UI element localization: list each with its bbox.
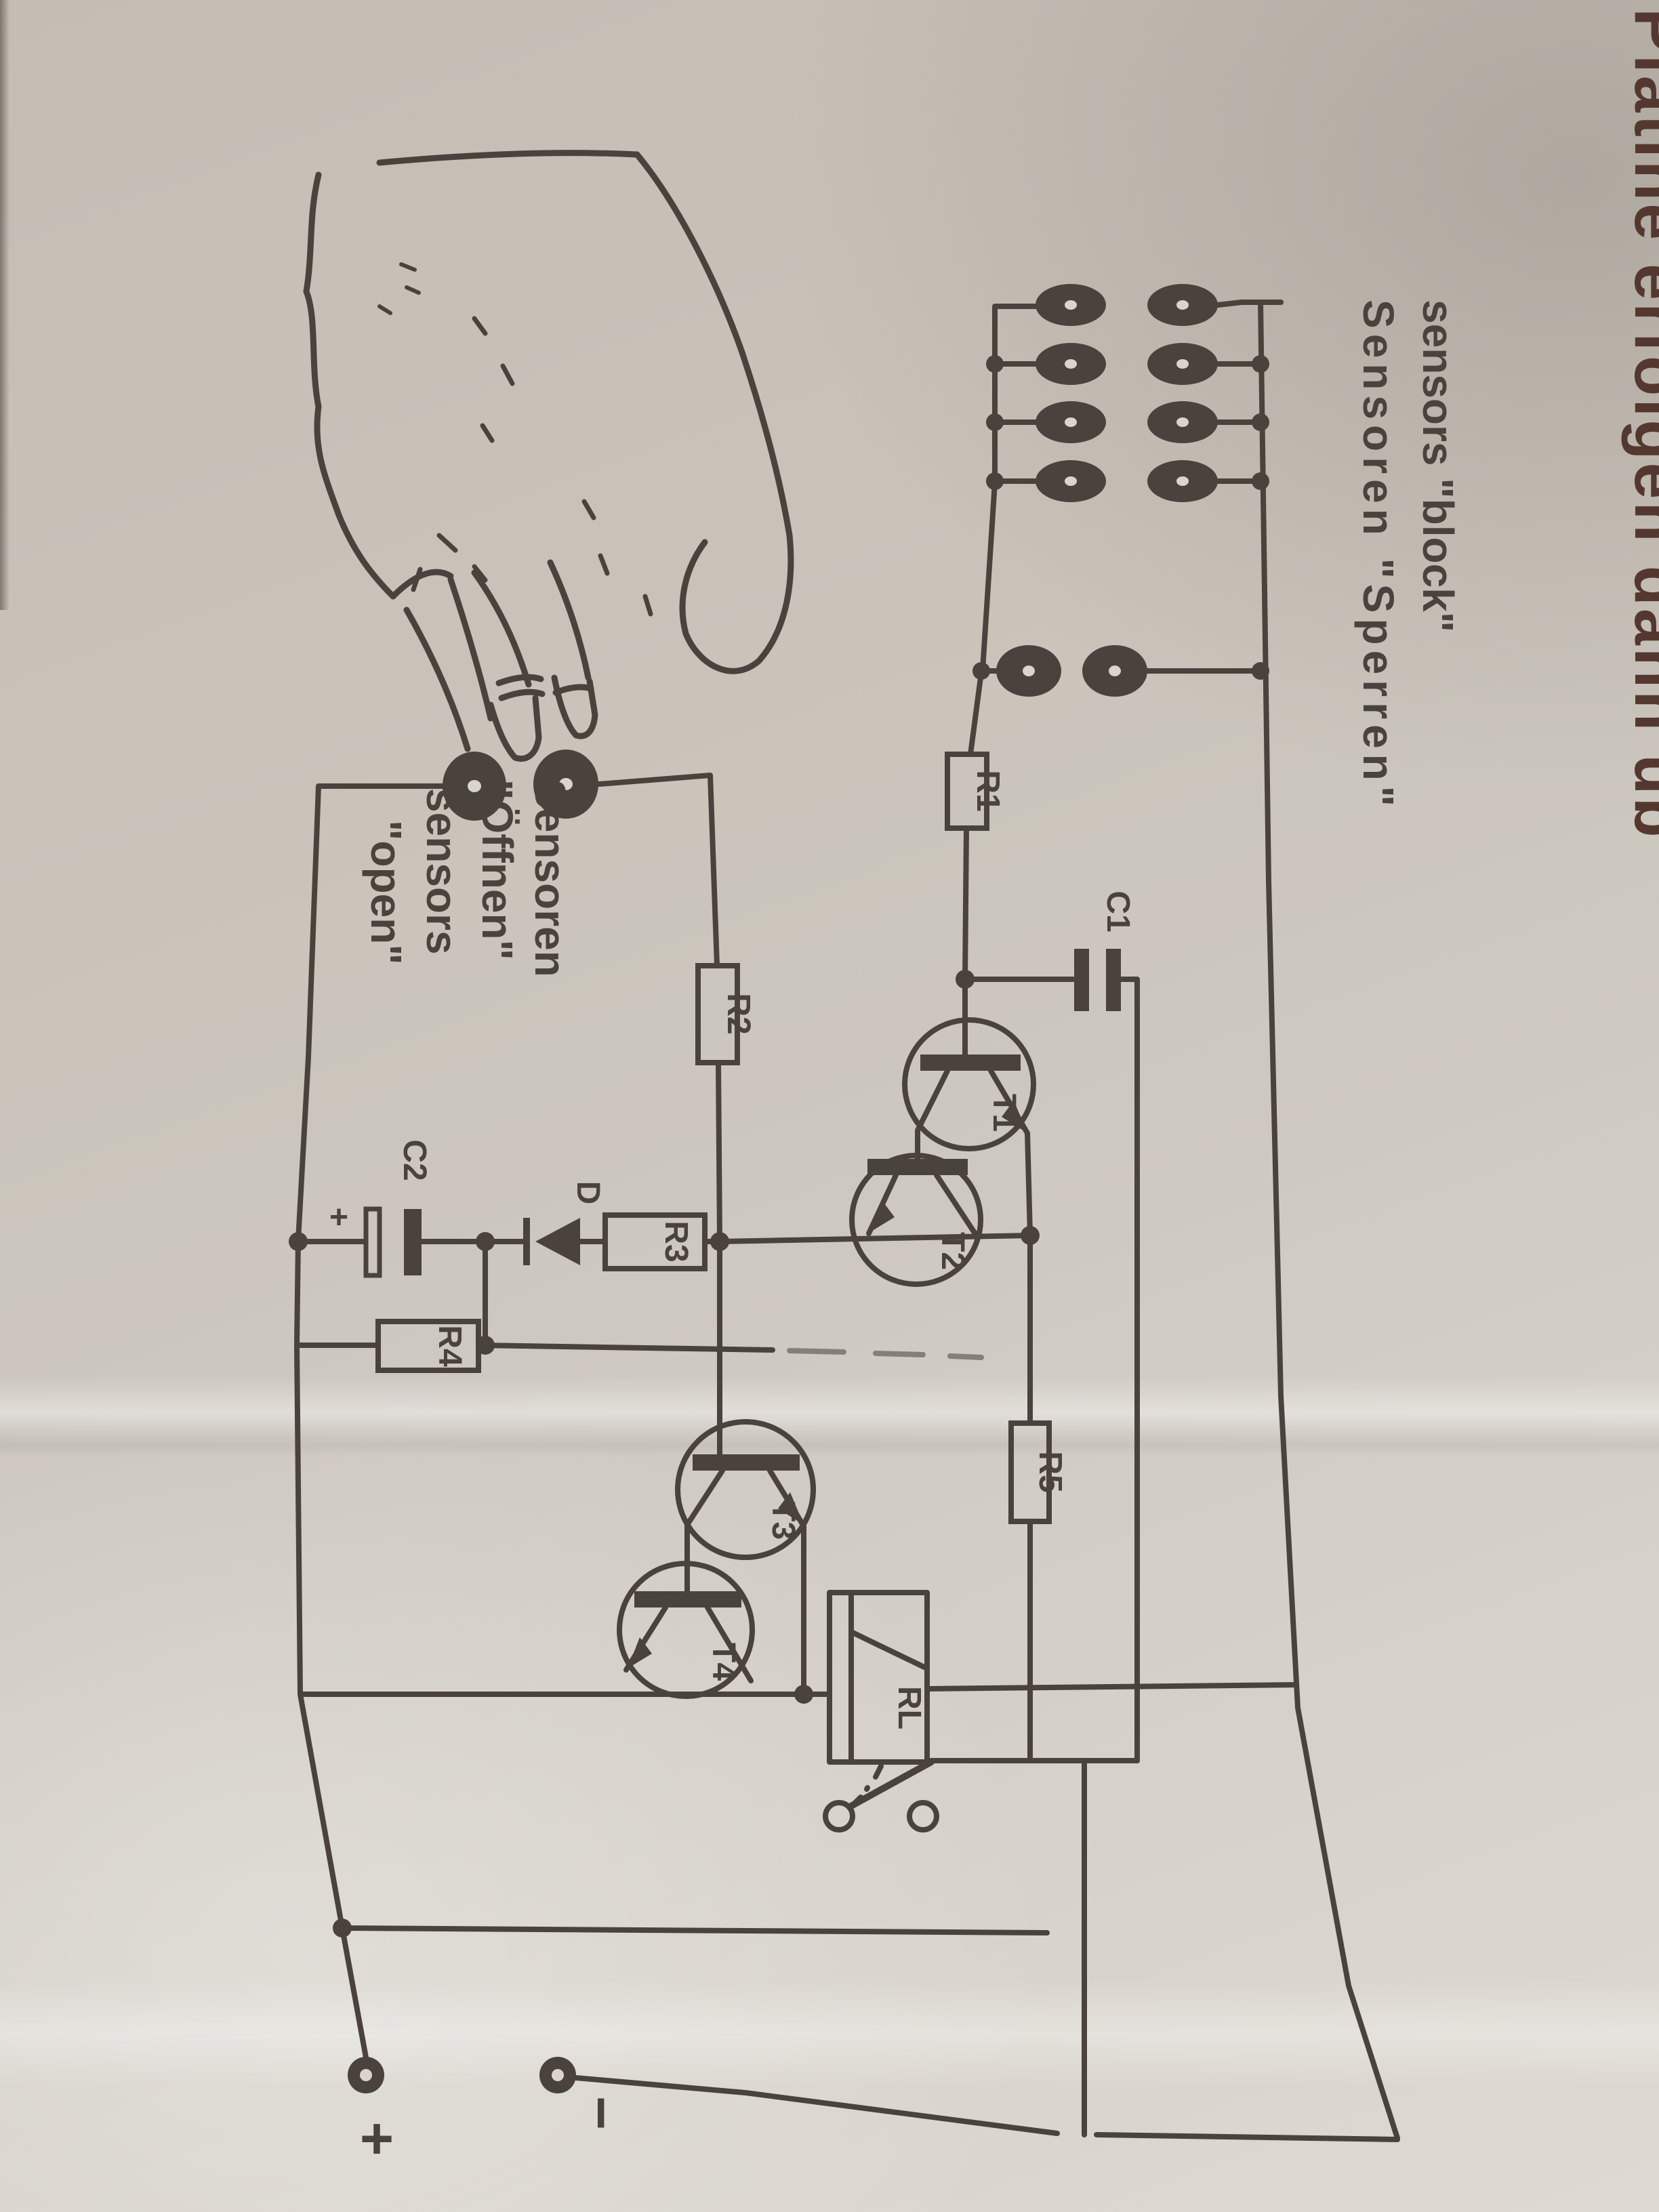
relay-rl-box — [827, 1590, 930, 1765]
transistor-t1-circle — [902, 1017, 1036, 1151]
label-r4: R4 — [432, 1325, 468, 1367]
label-r3: R3 — [658, 1221, 694, 1262]
row1-right-connect — [1215, 300, 1244, 308]
t3-emitter-leg — [684, 1468, 725, 1595]
t4-right-leg — [705, 1605, 754, 1683]
sensor-dots-open — [443, 750, 598, 821]
label-d: D — [570, 1181, 606, 1205]
label-c2: C2 — [396, 1139, 432, 1181]
label-rl: RL — [891, 1686, 927, 1729]
r2-t3-wire — [716, 1060, 722, 1458]
plus-rail — [340, 1925, 1050, 1936]
hand-illustration — [303, 150, 794, 762]
capacitor-c1 — [1074, 949, 1121, 1011]
label-t1: T1 — [986, 1094, 1022, 1132]
relay-diagonal — [848, 1629, 930, 1671]
open-right-wire — [596, 773, 720, 968]
label-r5: R5 — [1032, 1451, 1068, 1492]
transistor-base-bars — [634, 1054, 1021, 1607]
t3-collector-leg — [767, 1468, 806, 1696]
switch-arm — [846, 1759, 935, 1810]
supply-terminals — [348, 2057, 576, 2093]
sensor-dots-block — [996, 284, 1218, 697]
label-t4: T4 — [705, 1643, 741, 1681]
junction-dots — [289, 355, 1269, 1938]
t2-right-leg — [934, 1172, 979, 1237]
resistor-r4-box — [375, 1319, 481, 1373]
r1-wire — [962, 825, 969, 982]
emitter-rail — [717, 1233, 1033, 1244]
resistor-r3-box — [602, 1212, 708, 1271]
caption-sensors-block: sensors "block" — [1414, 300, 1462, 632]
caption-open: "open" — [362, 820, 411, 965]
c1-right-wire — [1118, 977, 1140, 1763]
terminal-minus-label: − — [569, 2096, 634, 2130]
resistor-boxes — [375, 752, 1052, 1524]
label-t3: T3 — [765, 1502, 801, 1540]
r4-rail-faint — [787, 1348, 984, 1360]
switch-pivot-contact — [823, 1800, 855, 1832]
minus-rail — [1094, 2132, 1400, 2142]
resistor-r2-box — [695, 963, 740, 1065]
switch-open-contact — [907, 1800, 939, 1832]
caption-sensoren: Sensoren — [526, 779, 575, 977]
diode-d — [523, 1218, 580, 1265]
relay-right-wire — [924, 1682, 1298, 1692]
label-c1: C1 — [1100, 890, 1136, 932]
capacitor-c2 — [363, 1206, 422, 1278]
terminal-plus-label: + — [360, 2106, 394, 2171]
caption-oeffnen: "Öffnen" — [473, 779, 522, 960]
transistor-t2-circle — [849, 1153, 983, 1287]
minus-rail — [573, 2075, 1060, 2136]
left-bus-wire — [968, 304, 1040, 757]
t1-emitter-leg — [915, 1068, 950, 1163]
caption-sensors: sensors — [417, 788, 466, 954]
resistor-r1-box — [945, 752, 989, 831]
r4-rail — [476, 1343, 775, 1353]
transistor-t3-circle — [675, 1419, 816, 1560]
label-r1: R1 — [970, 770, 1006, 811]
transistor-arrows — [628, 1101, 1027, 1668]
label-t2: T2 — [935, 1232, 970, 1270]
page-edge-shadow — [0, 0, 9, 610]
right-bus-wire — [1258, 300, 1400, 2141]
resistor-r5-box — [1008, 1420, 1052, 1524]
label-r2: R2 — [720, 993, 756, 1034]
caption-sensoren-sperren: Sensoren "Sperren" — [1354, 300, 1403, 812]
label-c2-plus: + — [329, 1200, 348, 1235]
open-left-wire — [294, 783, 447, 2060]
